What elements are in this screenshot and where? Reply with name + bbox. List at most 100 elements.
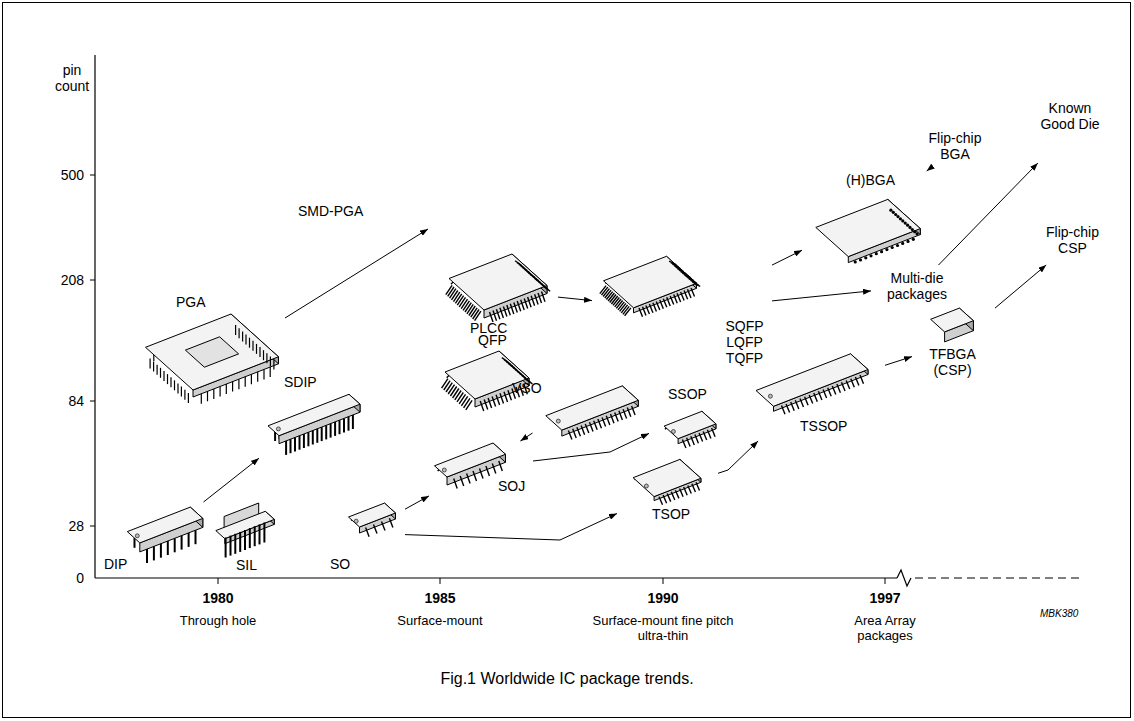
- x-axis-dashed: [915, 577, 1082, 578]
- trend-arrow: [939, 163, 1038, 265]
- package-illustration: [216, 503, 274, 558]
- trend-arrow: [533, 433, 649, 461]
- package-lead: [800, 399, 804, 408]
- axis-break: [897, 570, 911, 586]
- package-body: [349, 503, 396, 527]
- package-label: PGA: [176, 294, 206, 310]
- package-body: [435, 443, 506, 477]
- package-lead: [450, 387, 456, 397]
- trend-arrow: [772, 250, 802, 265]
- package-node: SDIP: [262, 372, 367, 457]
- package-lead: [484, 399, 488, 409]
- pin1-mark: [135, 534, 139, 538]
- package-lead: [692, 484, 696, 492]
- package-lead: [544, 287, 550, 292]
- package-lead: [639, 308, 643, 317]
- package-lead: [496, 309, 500, 319]
- pin1-mark: [644, 484, 648, 488]
- package-node: Flip-chip CSP: [1035, 222, 1112, 262]
- package-label: Known Good Die: [1035, 100, 1105, 132]
- package-body: [633, 459, 701, 496]
- package-lead: [270, 357, 271, 367]
- package-body: [127, 507, 203, 543]
- solder-ball: [896, 244, 899, 247]
- package-lead: [531, 296, 535, 306]
- package-lead: [684, 291, 688, 300]
- solder-ball: [854, 260, 857, 263]
- package-body: [816, 199, 921, 256]
- package-lead: [325, 425, 327, 439]
- package-lead: [691, 436, 695, 445]
- package-lead: [249, 338, 250, 348]
- package-body: [268, 394, 360, 435]
- package-node: TSOP: [620, 456, 715, 524]
- tick-value: 500: [61, 167, 84, 183]
- package-lead: [625, 308, 631, 316]
- solder-ball: [889, 209, 892, 212]
- package-illustration: [664, 411, 716, 448]
- pin1-mark: [556, 419, 560, 423]
- package-lead: [535, 294, 539, 304]
- package-lead: [809, 395, 813, 404]
- package-lead: [459, 297, 465, 306]
- solder-ball: [892, 211, 895, 214]
- package-lead: [195, 530, 197, 544]
- package-illustration: [435, 443, 506, 489]
- package-illustration: [446, 254, 550, 322]
- package-lead: [374, 525, 378, 534]
- package-lead: [150, 358, 151, 368]
- package-lead: [263, 350, 264, 360]
- package-lead: [263, 369, 264, 379]
- figure-caption: Fig.1 Worldwide IC package trends.: [440, 670, 693, 688]
- package-lead: [646, 305, 650, 314]
- package-lead: [832, 386, 836, 395]
- package-lead: [486, 466, 490, 476]
- trend-arrow: [718, 441, 758, 473]
- solder-ball: [901, 219, 904, 222]
- package-body: [546, 386, 639, 430]
- package-lead: [782, 406, 786, 415]
- solder-ball: [906, 224, 909, 227]
- package-node: SIL: [212, 500, 282, 576]
- package-lead: [466, 400, 472, 409]
- package-lead: [452, 291, 458, 300]
- package-lead: [459, 394, 465, 404]
- package-label: TFBGA (CSP): [915, 346, 990, 378]
- smd-pga-arrow: [285, 229, 428, 318]
- package-body: [604, 256, 697, 308]
- package-label: DIP: [104, 556, 127, 572]
- package-lead: [615, 413, 619, 422]
- pin1-mark: [354, 519, 358, 523]
- package-lead: [688, 289, 692, 298]
- year-label: 1990: [647, 590, 678, 606]
- solder-ball: [916, 232, 919, 235]
- package-node: PGA: [140, 292, 285, 404]
- package-lead: [257, 372, 258, 382]
- package-lead: [667, 297, 671, 306]
- package-lead: [252, 341, 253, 351]
- package-lead: [170, 377, 171, 387]
- package-label: QFP: [478, 332, 507, 348]
- package-lead: [239, 532, 241, 552]
- package-label: (H)BGA: [846, 172, 895, 188]
- package-illustration: [600, 256, 700, 317]
- package-lead: [463, 301, 469, 311]
- package-lead: [330, 424, 332, 438]
- package-lead: [213, 389, 214, 399]
- package-lead: [251, 374, 252, 384]
- package-lead: [299, 436, 301, 450]
- package-lead: [488, 398, 492, 408]
- package-lead: [684, 487, 688, 495]
- package-node: VSO: [505, 372, 645, 438]
- package-lead: [667, 494, 671, 502]
- package-lead: [663, 495, 667, 503]
- package-lead: [643, 307, 647, 316]
- package-lead: [818, 391, 822, 400]
- solder-ball: [869, 254, 872, 257]
- package-lead: [675, 490, 679, 498]
- package-lead: [290, 439, 292, 453]
- package-illustration: [816, 199, 921, 263]
- package-lead: [855, 377, 859, 386]
- package-node: Multi-die packages: [874, 268, 962, 304]
